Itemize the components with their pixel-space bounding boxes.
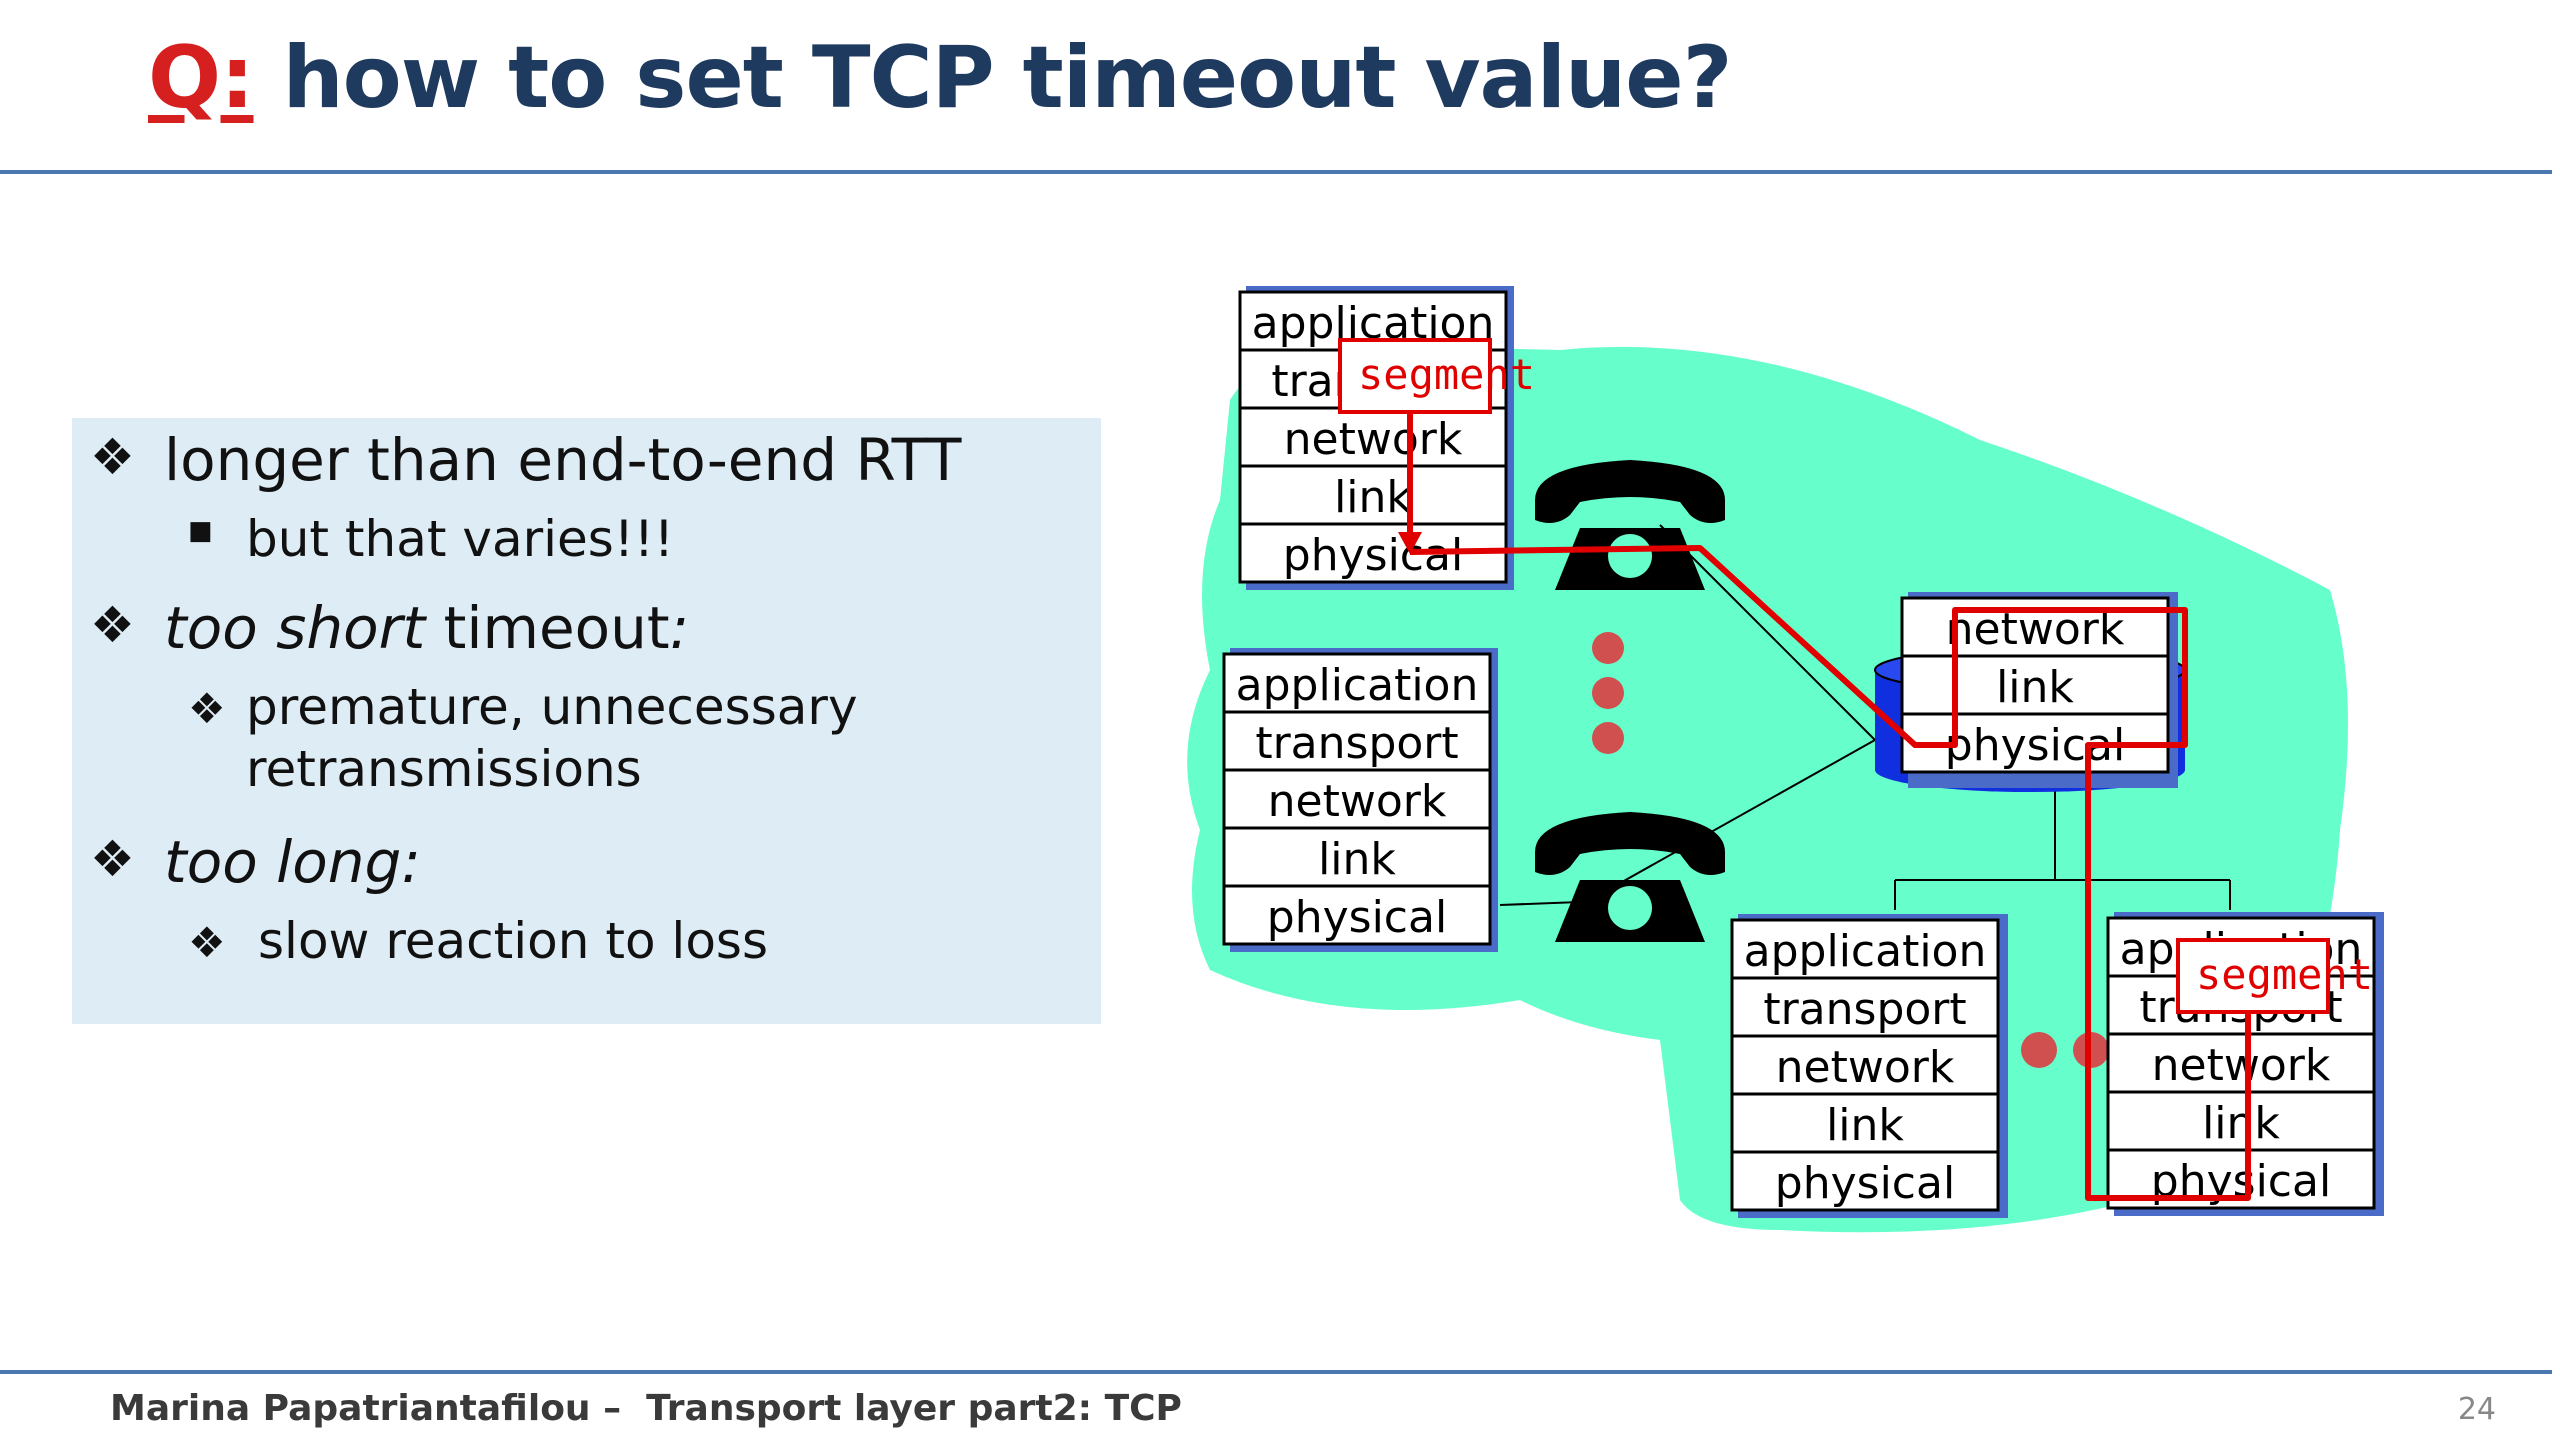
layer-label: network	[1776, 1042, 1955, 1093]
layer-label: network	[1284, 414, 1463, 465]
protocol-stack-host-2: application transport network link physi…	[1222, 648, 1498, 952]
bullet-2-rest: timeout	[425, 594, 670, 662]
layer-label: physical	[1267, 892, 1447, 943]
bullet-2-sub-line-2: retransmissions	[246, 740, 642, 798]
segment-label: segment	[1358, 350, 1535, 399]
segment-box-top: segment	[1338, 338, 1535, 414]
title-prefix: Q:	[148, 28, 254, 128]
square-bullet-icon: ■	[188, 516, 213, 546]
telephone-icon	[1535, 812, 1725, 942]
footer-text: Marina Papatriantafilou – Transport laye…	[110, 1388, 1182, 1429]
title-divider	[0, 170, 2552, 174]
protocol-stack-host-3: application transport network link physi…	[1730, 914, 2008, 1218]
segment-label: segment	[2196, 950, 2373, 999]
layer-label: physical	[1283, 530, 1463, 581]
bullet-box: ❖ longer than end-to-end RTT ■ but that …	[72, 418, 1101, 1024]
layer-label: transport	[1255, 718, 1458, 769]
layer-label: link	[1318, 834, 1396, 885]
diamond-bullet-icon: ❖	[188, 684, 226, 733]
layer-label: link	[1334, 472, 1412, 523]
segment-box-bottom: segment	[2176, 938, 2373, 1014]
page-number: 24	[2457, 1392, 2496, 1427]
layer-label: link	[1996, 662, 2074, 713]
footer-divider	[0, 1370, 2552, 1374]
layer-label: link	[1826, 1100, 1904, 1151]
bullet-1: longer than end-to-end RTT	[164, 426, 962, 494]
footer-course: Transport layer part2: TCP	[646, 1388, 1182, 1429]
bullet-3-sub: slow reaction to loss	[258, 912, 769, 970]
diamond-bullet-icon: ❖	[90, 428, 135, 486]
layer-label: physical	[1775, 1158, 1955, 1209]
bullet-2-sub-line-1: premature, unnecessary	[246, 678, 858, 736]
network-diagram: application transport network link physi…	[1187, 286, 2384, 1233]
bullet-1-sub: but that varies!!!	[246, 510, 674, 568]
diamond-bullet-icon: ❖	[90, 830, 135, 888]
arrowhead-icon	[1398, 532, 1422, 554]
footer-author: Marina Papatriantafilou –	[110, 1388, 622, 1429]
layer-label: link	[2202, 1098, 2280, 1149]
ellipsis-dots	[1592, 632, 2109, 1068]
bullet-2-colon: :	[669, 594, 690, 662]
title-text: how to set TCP timeout value?	[282, 28, 1732, 128]
layer-label: application	[1744, 926, 1987, 977]
diamond-bullet-icon: ❖	[188, 918, 226, 967]
segment-path	[1407, 412, 2251, 1201]
bullet-2-italic: too short	[164, 594, 426, 662]
telephone-icon	[1535, 460, 1725, 590]
protocol-stack-router: network link physical	[1900, 592, 2178, 788]
protocol-stack-host-1: application transport network link physi…	[1238, 286, 1514, 590]
bullet-2: too short timeout:	[164, 594, 689, 662]
bullet-3: too long:	[164, 828, 421, 896]
layer-label: application	[1236, 660, 1479, 711]
layer-label: transport	[1763, 984, 1966, 1035]
slide-title: Q: how to set TCP timeout value?	[148, 28, 1733, 128]
layer-label: network	[1268, 776, 1447, 827]
diamond-bullet-icon: ❖	[90, 596, 135, 654]
layer-label: network	[2152, 1040, 2331, 1091]
